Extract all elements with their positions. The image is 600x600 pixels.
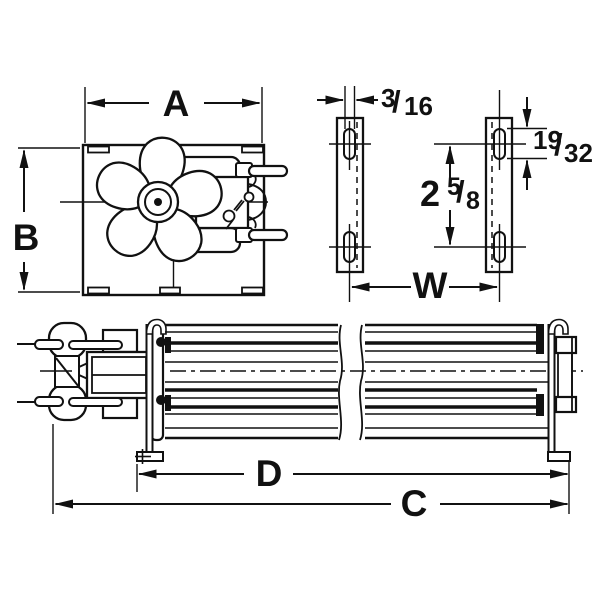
blower-side-view [17, 318, 583, 464]
dimension-D [136, 464, 569, 492]
fan-front-view [60, 136, 289, 297]
dim-label-A: A [163, 83, 190, 124]
svg-text:32: 32 [564, 138, 593, 168]
housing-tabs [87, 145, 264, 295]
mounting-bracket-right [434, 90, 526, 302]
dim-text-2-5-8: 2 5 / 8 [420, 173, 480, 215]
motor-wires [222, 191, 255, 230]
svg-text:5: 5 [447, 173, 461, 201]
blower-body-right [359, 323, 548, 441]
terminal-rod-bottom [247, 228, 289, 242]
svg-text:19: 19 [533, 125, 562, 155]
dim-text-3-16: 3 / 16 [381, 83, 433, 121]
svg-text:16: 16 [404, 91, 433, 121]
break-line [338, 324, 343, 441]
dim-label-B: B [13, 217, 40, 258]
dimension-slot-width [317, 86, 378, 129]
blower-body-left [165, 323, 343, 441]
svg-text:/: / [456, 174, 465, 209]
dim-label-W: W [413, 265, 448, 306]
dimension-B [18, 147, 80, 293]
motor-side [17, 321, 154, 422]
end-bracket-left [135, 318, 171, 464]
svg-text:/: / [392, 84, 401, 119]
terminal-rod-top [247, 164, 289, 178]
mounting-bracket-left [329, 116, 371, 302]
dimension-C [52, 424, 570, 514]
dim-label-D: D [256, 453, 283, 494]
dim-label-C: C [401, 483, 428, 524]
svg-text:/: / [554, 127, 563, 162]
svg-text:2: 2 [420, 173, 440, 214]
dimension-A [84, 87, 263, 143]
bracket-foot [547, 451, 571, 462]
dim-text-19-32: 19 / 32 [533, 125, 593, 168]
svg-text:3: 3 [381, 83, 395, 113]
dimension-slot-length [507, 97, 547, 190]
break-line [359, 324, 364, 441]
svg-text:8: 8 [466, 187, 480, 215]
bracket-hook [145, 318, 167, 335]
fan-blades [95, 136, 223, 263]
bracket-hook [547, 318, 569, 335]
end-bracket-right [547, 318, 578, 462]
